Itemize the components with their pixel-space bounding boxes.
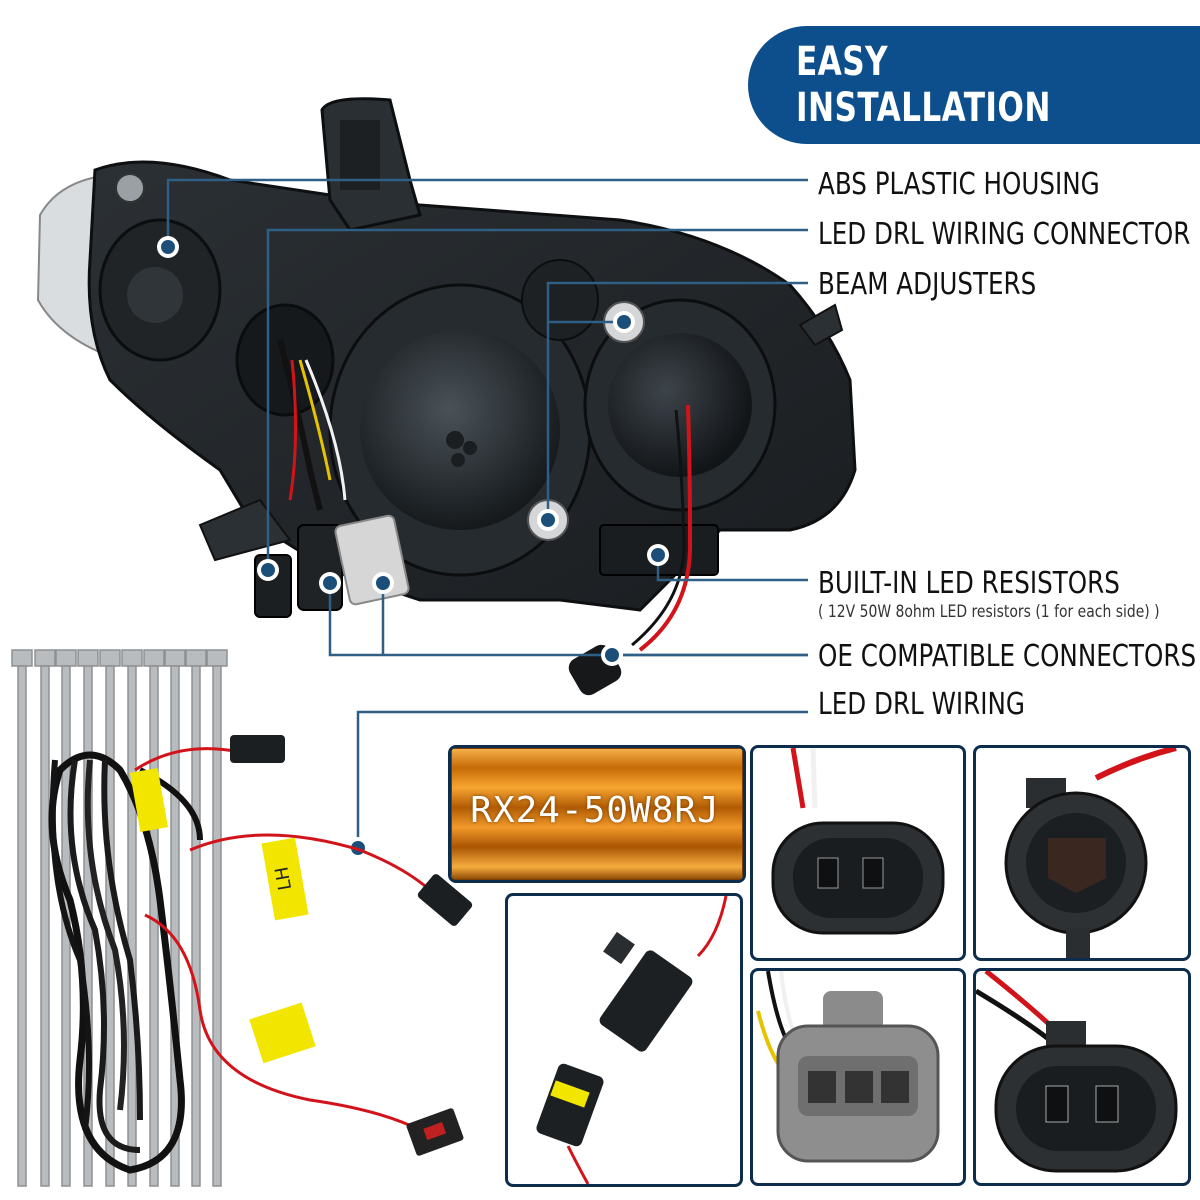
lh-tag-text: LH (271, 865, 297, 892)
banner: EASY INSTALLATION (748, 26, 1200, 144)
connector-photo-drl-plug (505, 893, 743, 1187)
resistor-marking: RX24-50W8RJ (470, 790, 720, 831)
headlight-housing (36, 97, 857, 696)
wiring-harness (48, 735, 473, 1174)
tag-top (130, 768, 168, 832)
callout-lines (166, 178, 808, 848)
tag-fuse (249, 1002, 316, 1064)
label-resistor-spec: ( 12V 50W 8ohm LED resistors (1 for each… (818, 602, 1160, 622)
label-abs-plastic-housing: ABS PLASTIC HOUSING (818, 167, 1100, 202)
connector-photo-oval (973, 968, 1191, 1186)
tag-lh (261, 837, 309, 921)
label-built-in-led-resistors: BUILT-IN LED RESISTORS (818, 566, 1120, 601)
label-led-drl-wiring: LED DRL WIRING (818, 687, 1025, 722)
banner-title: EASY INSTALLATION (795, 39, 1051, 131)
connector-photo-round (973, 745, 1191, 961)
label-oe-compatible-connectors: OE COMPATIBLE CONNECTORS (818, 639, 1197, 674)
connector-photo-2pin (750, 745, 966, 961)
label-beam-adjusters: BEAM ADJUSTERS (818, 267, 1037, 302)
label-led-drl-wiring-connector: LED DRL WIRING CONNECTOR (818, 217, 1191, 252)
resistor-photo (448, 745, 746, 883)
connector-photo-3pin (750, 968, 966, 1186)
